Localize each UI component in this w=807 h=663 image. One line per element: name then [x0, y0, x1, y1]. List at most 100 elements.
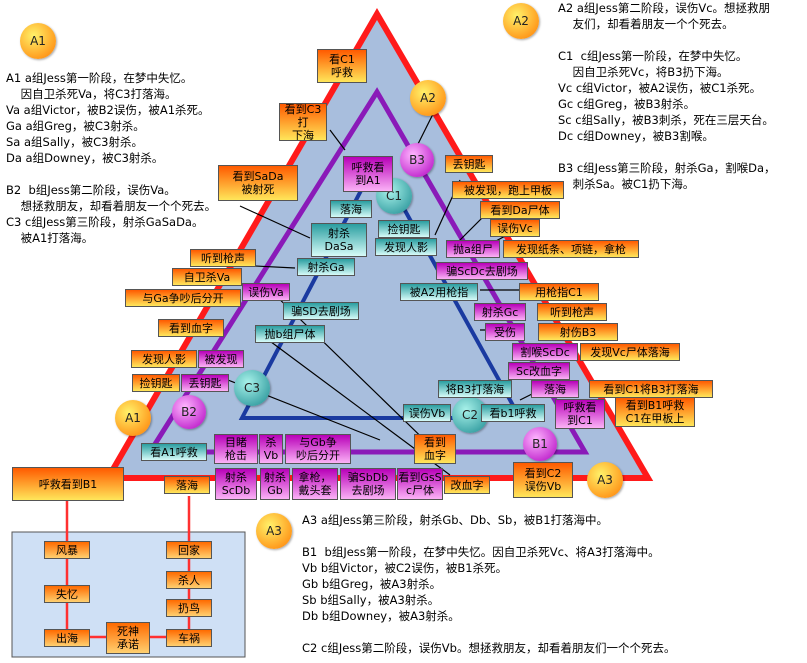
event-box-cut-scdc: 割喉ScDc [512, 343, 578, 361]
event-box-shoot-ga: 射杀Ga [297, 258, 355, 276]
event-box-kill-vb: 杀 Vb [259, 434, 283, 464]
text-line: Vb b组Victor，被C2误伤，被B1杀死。 [302, 561, 508, 575]
text-block-a1: A1 a组Jess第一阶段，在梦中失忆。 因自卫杀死Va，将C3打落海。Va a… [6, 70, 216, 246]
text-line: Ga a组Greg，被C3射杀。 [6, 119, 145, 133]
text-line [302, 528, 675, 544]
text-line: Gc c组Greg，被B3射杀。 [558, 97, 696, 111]
node-a3-vertex: A3 [587, 462, 623, 498]
text-line: B1 b组Jess第一阶段，在梦中失忆。因自卫杀死Vc、将A3打落海中。 [302, 545, 660, 559]
event-box-find-person-left: 发现人影 [131, 350, 197, 368]
node-b1: B1 [523, 427, 557, 461]
event-box-see-c1-rescue: 看C1 呼救 [317, 49, 367, 83]
text-line: B2 b组Jess第二阶段，误伤Va。 [6, 183, 176, 197]
text-line: Sa a组Sally，被C3射杀。 [6, 135, 143, 149]
event-box-shoot-b3: 射伤B3 [538, 323, 618, 341]
node-a1-vertex: A1 [115, 400, 151, 436]
event-box-wound-vc: 误伤Vc [490, 219, 540, 237]
text-line: A2 a组Jess第二阶段，误伤Vc。想拯救朋 [558, 1, 771, 15]
event-box-take-gun: 拿枪， 戴头套 [292, 468, 338, 500]
event-box-shoot-dasa: 射杀 DaSa [311, 223, 367, 257]
text-line: B3 c组Jess第三阶段，射杀Ga，割喉Da， [558, 161, 776, 175]
event-box-gun-point-c1: 用枪指C1 [519, 283, 599, 301]
text-line: Sc c组Sally，被B3刺杀，死在三层天台。 [558, 113, 774, 127]
event-box-pick-key-left: 捡钥匙 [132, 374, 180, 392]
event-box-see-c3-fall: 看到C3打 下海 [279, 103, 327, 141]
text-line: A3 a组Jess第三阶段，射杀Gb、Db、Sb，被B1打落海中。 [302, 513, 609, 527]
node-a3-bottom: A3 [256, 513, 292, 549]
event-box-change-blood: 改血字 [444, 476, 490, 494]
event-box-hear-gun-right: 听到枪声 [537, 303, 607, 321]
node-b3: B3 [400, 143, 434, 177]
text-line: 因自卫杀死Va，将C3打落海。 [6, 87, 177, 101]
event-box-sc-blood: Sc改血字 [508, 362, 570, 380]
event-box-shoot-gc: 射杀Gc [474, 303, 526, 321]
event-box-see-c2-wound: 看到C2 误伤Vb [513, 462, 573, 498]
event-box-find-person-top: 发现人影 [375, 238, 437, 256]
node-a2-vertex: A2 [410, 80, 446, 116]
event-box-pick-key-top: 捡钥匙 [378, 220, 430, 238]
text-line: C1 c组Jess第一阶段，在梦中失忆。 [558, 49, 748, 63]
text-line: C3 c组Jess第三阶段，射杀GaSaDa。 [6, 215, 204, 229]
event-box-hurt: 受伤 [485, 323, 525, 341]
event-box-fall-sea-top: 落海 [330, 200, 372, 218]
node-c3: C3 [234, 370, 270, 406]
node-a2-top: A2 [503, 3, 539, 39]
text-line: 友们，却看着朋友一个个死去。 [558, 17, 734, 31]
event-box-rescue-see-a1: 呼救看 到A1 [343, 156, 393, 192]
event-box-see-b1-rescue: 看b1呼救 [481, 404, 545, 422]
event-box-witness-gun: 目睹 枪击 [214, 434, 258, 464]
event-box-lose-key-left: 丢钥匙 [181, 374, 229, 392]
event-box-wound-vb: 误伤Vb [403, 404, 451, 422]
event-box-deceive-sd: 骗SD去剧场 [283, 302, 359, 320]
legend-right-0: 回家 [166, 541, 212, 559]
legend-right-3: 车祸 [166, 629, 212, 647]
text-line: Vc c组Victor，被A2误伤，被C1杀死。 [558, 81, 762, 95]
event-box-a2-gun-point: 被A2用枪指 [400, 283, 478, 301]
event-box-rescue-see-c1: 呼救看 到C1 [555, 399, 605, 429]
event-box-see-vc-body: 发现Vc尸体落海 [580, 343, 680, 361]
legend-left-1: 失忆 [44, 585, 90, 603]
legend-left-0: 风暴 [44, 541, 90, 559]
event-box-see-sada: 看到SaDa 被射死 [218, 165, 298, 201]
event-box-see-da-body: 看到Da尸体 [480, 201, 560, 219]
event-box-hear-gun-top: 听到枪声 [190, 249, 256, 267]
event-box-see-blood-mid: 看到 血字 [414, 434, 456, 464]
event-box-shoot-gb: 射杀 Gb [260, 468, 290, 500]
event-box-fall-sea-bottom: 落海 [164, 476, 210, 494]
event-box-discovered-run: 被发现，跑上甲板 [452, 181, 564, 199]
text-line: 因自卫杀死Vc，将B3扔下海。 [558, 65, 729, 79]
event-box-see-b1-deck: 看到B1呼救 C1在甲板上 [615, 397, 695, 427]
legend-right-1: 杀人 [166, 571, 212, 589]
event-box-discovered-left: 被发现 [198, 350, 244, 368]
text-line [558, 144, 776, 160]
event-box-deceive-scdc: 骗ScDc去剧场 [436, 262, 528, 280]
event-box-fall-sea-right: 落海 [531, 380, 579, 398]
event-box-find-paper: 发现纸条、项链，拿枪 [503, 240, 639, 258]
text-block-a3: A3 a组Jess第三阶段，射杀Gb、Db、Sb，被B1打落海中。 B1 b组J… [302, 512, 675, 656]
text-line: Da a组Downey，被C3射杀。 [6, 151, 164, 165]
legend-right-2: 扔鸟 [166, 599, 212, 617]
text-line: 刺杀Sa。被C1扔下海。 [558, 177, 695, 191]
text-block-a2: A2 a组Jess第二阶段，误伤Vc。想拯救朋 友们，却看着朋友一个个死去。 C… [558, 0, 776, 192]
event-box-see-blood-left: 看到血字 [158, 319, 224, 337]
text-line: Dc c组Downey，被B3割喉。 [558, 129, 714, 143]
event-box-wound-va: 误伤Va [242, 283, 290, 301]
event-box-dump-b-body: 抛b组尸体 [255, 325, 325, 343]
event-box-throw-b3: 将B3打落海 [438, 380, 512, 398]
event-box-dump-a-body: 抛a组尸 [446, 240, 500, 258]
text-line [558, 32, 776, 48]
event-box-see-gsc: 看到GsS c尸体 [397, 468, 443, 500]
event-box-deceive-sbdb: 骗SbDb 去剧场 [340, 468, 396, 500]
event-box-argue-gb: 与Gb争 吵后分开 [285, 434, 351, 464]
text-line [6, 166, 216, 182]
text-line: Db b组Downey，被A3射杀。 [302, 609, 460, 623]
node-b2: B2 [172, 395, 206, 429]
text-line [302, 624, 675, 640]
text-line: 想拯救朋友，却看着朋友一个个死去。 [6, 199, 217, 213]
event-box-shoot-scdb: 射杀 ScDb [215, 468, 257, 500]
text-line: Va a组Victor，被B2误伤，被A1杀死。 [6, 103, 210, 117]
legend-left-2: 出海 [44, 629, 90, 647]
event-box-argue-ga: 与Ga争吵后分开 [125, 289, 241, 307]
legend-bottom: 死神 承诺 [106, 622, 150, 654]
event-box-rescue-see-b1: 呼救看到B1 [12, 467, 124, 501]
